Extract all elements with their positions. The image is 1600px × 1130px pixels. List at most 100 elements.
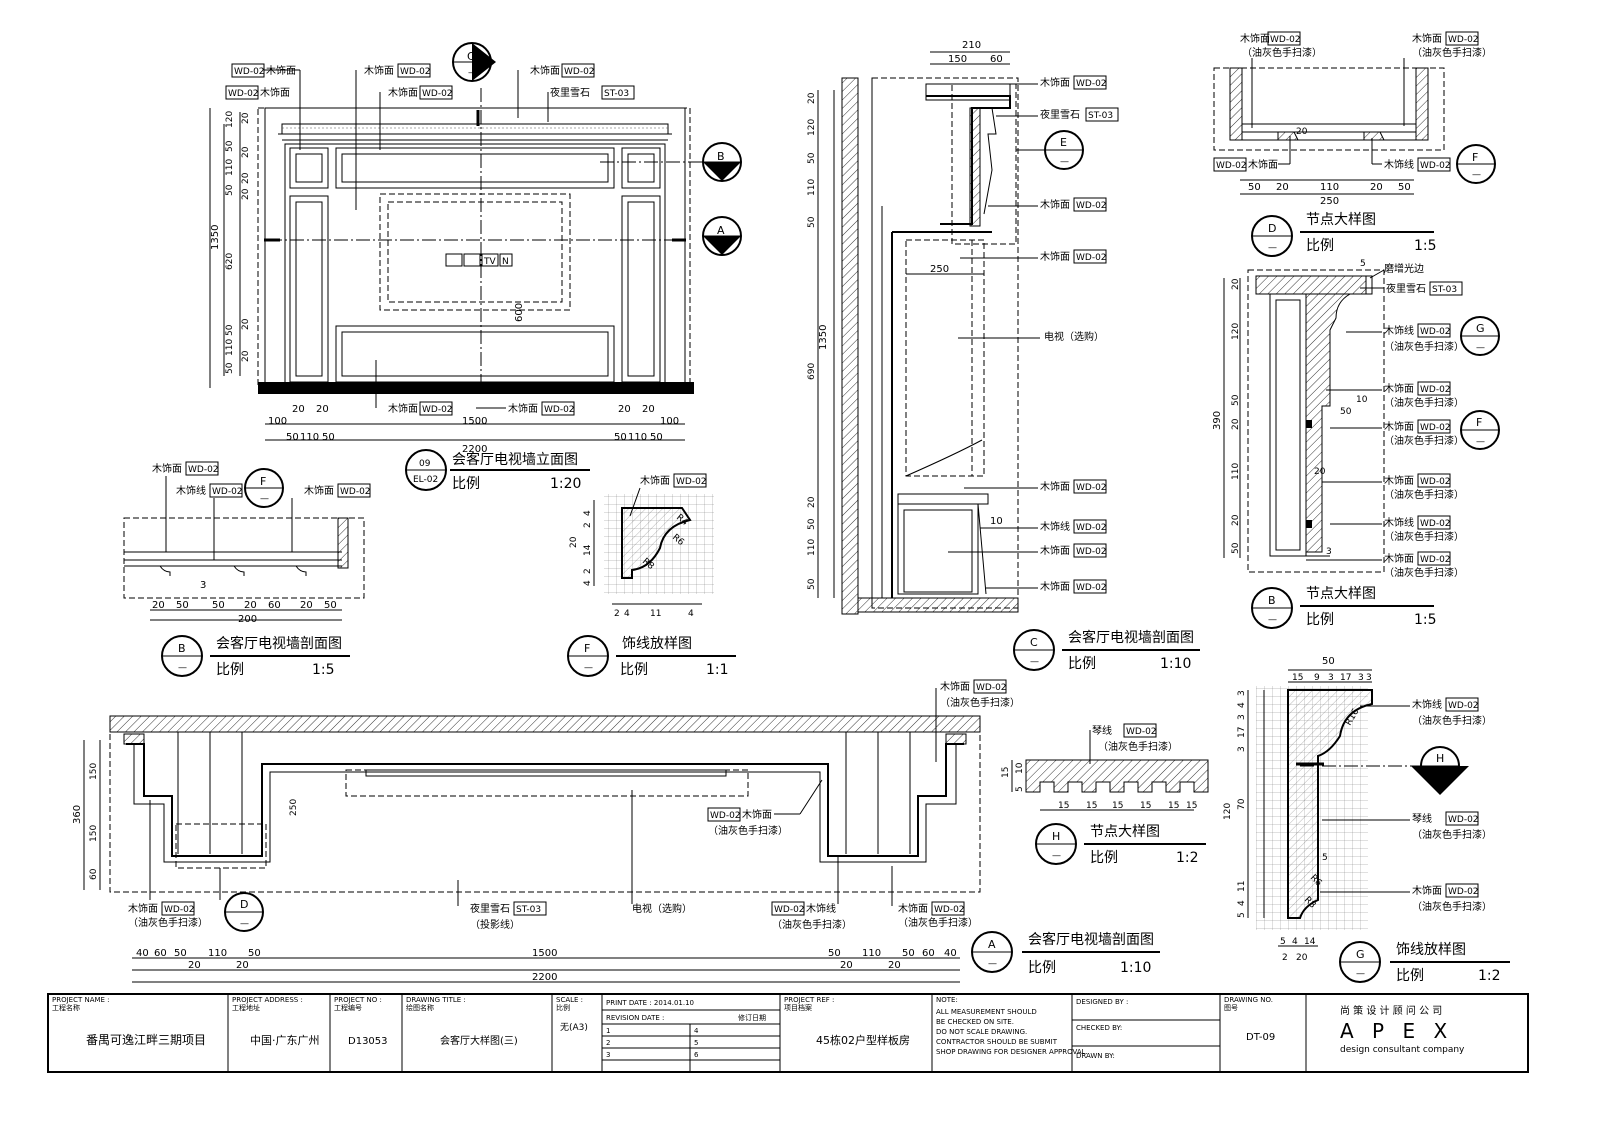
drawing-number: DT-09 [1246,1032,1275,1043]
svg-text:F: F [260,475,266,488]
svg-text:F: F [584,642,590,655]
svg-text:WD-02: WD-02 [976,683,1007,693]
svg-text:木饰面: 木饰面 [742,808,772,821]
svg-text:WD-02: WD-02 [1076,583,1107,593]
svg-text:WD-02: WD-02 [1216,161,1247,171]
svg-text:F: F [1472,151,1478,164]
svg-text:—: — [240,919,249,929]
svg-text:A: A [988,938,996,951]
svg-text:D: D [240,898,248,911]
svg-text:3: 3 [1328,673,1334,683]
svg-text:比例: 比例 [556,1003,570,1012]
svg-text:15: 15 [1112,801,1123,811]
svg-text:1:5: 1:5 [1414,612,1437,628]
svg-text:磨增光边: 磨增光边 [1384,262,1424,275]
svg-text:620: 620 [225,253,235,270]
drawing-title: 会客厅大样图(三) [440,1034,518,1047]
svg-text:WD-02: WD-02 [1420,327,1451,337]
svg-text:H: H [1436,752,1444,765]
svg-text:20: 20 [300,600,313,611]
svg-text:3: 3 [1237,714,1247,720]
svg-text:—: — [1476,343,1485,353]
svg-text:20: 20 [807,496,817,508]
svg-text:20: 20 [241,318,251,330]
svg-text:SCALE :: SCALE : [556,996,583,1004]
svg-text:20: 20 [618,404,631,415]
svg-text:木饰面: 木饰面 [1248,158,1278,171]
svg-text:40: 40 [136,948,149,959]
svg-text:50: 50 [1231,394,1241,406]
svg-text:210: 210 [962,40,981,51]
svg-text:—: — [1436,773,1445,783]
svg-text:NOTE:: NOTE: [936,996,958,1004]
svg-text:木饰面: 木饰面 [152,462,182,475]
svg-text:WD-02: WD-02 [1076,523,1107,533]
svg-text:110: 110 [807,539,817,556]
svg-text:WD-02: WD-02 [710,811,741,821]
svg-text:50: 50 [174,948,187,959]
svg-text:10: 10 [1015,762,1025,774]
svg-text:50: 50 [1248,182,1261,193]
svg-text:110: 110 [1231,463,1241,480]
svg-text:木饰面: 木饰面 [1240,32,1270,45]
svg-text:360: 360 [72,805,83,824]
label-wood-face: 木饰面 [364,64,394,77]
svg-text:比例: 比例 [1306,612,1334,628]
title-detF: F— 饰线放样图 比例 1:1 [567,635,736,678]
view-title: 会客厅电视墙剖面图 [216,635,342,652]
svg-text:50: 50 [225,324,235,336]
title-detG: G— 饰线放样图 比例 1:2 [1339,941,1510,984]
label-wood-face: 木饰面 [260,86,290,99]
svg-text:110: 110 [628,432,647,443]
svg-text:5: 5 [694,1039,698,1047]
svg-text:20: 20 [1296,127,1308,137]
svg-text:250: 250 [289,799,299,816]
svg-text:150: 150 [89,763,99,780]
svg-text:17: 17 [1340,673,1351,683]
svg-text:50: 50 [212,600,225,611]
svg-text:夜里雪石: 夜里雪石 [1040,108,1080,121]
svg-text:110: 110 [208,948,227,959]
svg-text:—: — [1472,170,1481,180]
svg-text:20: 20 [1231,418,1241,430]
svg-text:50: 50 [807,518,817,530]
title-detD: D— 节点大样图 比例 1:5 [1251,212,1437,257]
svg-text:B: B [178,642,186,655]
svg-text:（油灰色手扫漆）: （油灰色手扫漆） [940,696,1020,709]
svg-text:60: 60 [154,948,167,959]
svg-text:B: B [1268,594,1276,607]
svg-text:3: 3 [200,580,206,591]
svg-text:比例: 比例 [1028,960,1056,976]
section-B-view: 20 50 50 20 60 20 50 200 3 木饰面 WD-02 木饰线… [123,461,371,625]
svg-text:木饰线: 木饰线 [1384,158,1414,171]
svg-text:木饰面: 木饰面 [1412,32,1442,45]
svg-text:50: 50 [176,600,189,611]
svg-text:木饰面: 木饰面 [1040,198,1070,211]
svg-text:比例: 比例 [452,476,480,492]
svg-text:—: — [584,663,593,673]
svg-text:木饰面: 木饰面 [1384,382,1414,395]
svg-text:木饰面: 木饰面 [1040,480,1070,493]
svg-text:110: 110 [225,339,235,356]
svg-text:10: 10 [1356,395,1368,405]
svg-text:15: 15 [1292,673,1303,683]
marker-B-elev: B— [702,142,742,182]
svg-text:WD-02: WD-02 [1448,887,1479,897]
detail-D-view: 50 20 110 20 50 250 20 WD-02 木饰面 （油灰色手扫漆… [1213,31,1496,207]
svg-text:DRAWING NO.: DRAWING NO. [1224,996,1273,1004]
svg-text:CONTRACTOR SHOULD BE SUBMIT: CONTRACTOR SHOULD BE SUBMIT [936,1038,1058,1046]
svg-text:C: C [1030,636,1038,649]
svg-text:（油灰色手扫漆）: （油灰色手扫漆） [1384,488,1464,501]
svg-text:14: 14 [1304,937,1316,947]
svg-text:15: 15 [1140,801,1151,811]
svg-text:比例: 比例 [216,662,244,678]
svg-text:琴线: 琴线 [1412,812,1432,825]
elevation-view: TV N 600 1350 [209,88,706,441]
company-name-en: design consultant company [1340,1045,1465,1055]
svg-text:2: 2 [614,609,620,619]
svg-text:50: 50 [225,184,235,196]
svg-text:—: — [178,663,187,673]
svg-text:PROJECT ADDRESS :: PROJECT ADDRESS : [232,996,303,1004]
svg-text:50: 50 [807,152,817,164]
svg-text:50: 50 [1231,542,1241,554]
